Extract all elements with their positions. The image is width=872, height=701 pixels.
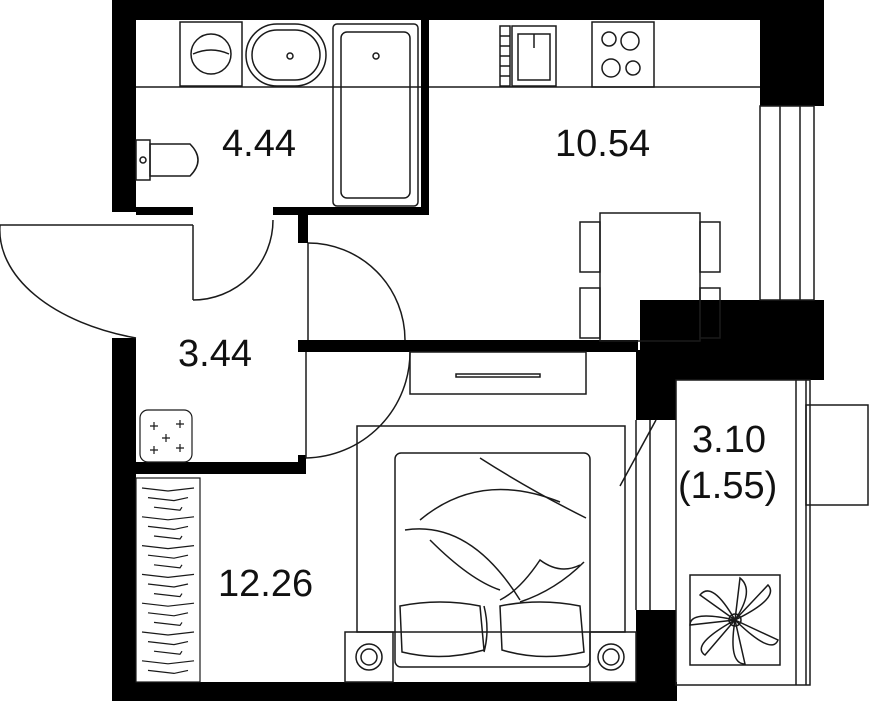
- wardrobe-hatch-line: [147, 669, 189, 675]
- kitchen-sink-icon: [499, 25, 557, 87]
- double-bed-icon: [344, 425, 637, 683]
- wardrobe-hatch-line: [147, 583, 189, 588]
- wardrobe-hatch-line: [153, 535, 183, 540]
- plant-icon: [689, 574, 781, 666]
- wardrobe-hatch-line: [153, 650, 183, 655]
- stove-icon: [591, 21, 655, 88]
- wardrobe-hatch-line: [141, 573, 195, 579]
- wardrobe-hatch-line: [147, 525, 189, 531]
- room-labels: 4.44 10.54 3.44 12.26 3.10 (1.55): [178, 123, 777, 605]
- wardrobe-hatch-line: [147, 497, 189, 502]
- wardrobe-hatch-line: [141, 545, 195, 550]
- sink-icon: [245, 23, 327, 87]
- shower-tray-icon: [139, 409, 193, 463]
- bathtub-icon: [332, 23, 419, 207]
- wardrobe-hatch-line: [141, 660, 195, 665]
- kitchen-area-label: 10.54: [555, 123, 650, 165]
- wardrobe-hatch-line: [147, 612, 189, 617]
- wardrobe-hatch-line: [141, 487, 195, 492]
- wardrobe-hatch-line: [141, 631, 195, 636]
- wardrobe-hatch-line: [141, 516, 195, 521]
- wardrobe-hatch-line: [153, 593, 183, 598]
- toilet-icon: [135, 139, 199, 181]
- kitchen-door: [307, 242, 406, 341]
- wardrobe-hatch-line: [147, 554, 189, 559]
- wardrobe-hatch-line: [153, 506, 183, 511]
- walls: [112, 0, 824, 701]
- wardrobe-hatch-line: [153, 564, 183, 569]
- bathroom-area-label: 4.44: [222, 123, 296, 165]
- bedroom-area-label: 12.26: [218, 563, 313, 605]
- entrance-door: [0, 219, 274, 339]
- wardrobe-icon: [135, 477, 201, 683]
- washing-machine-icon: [179, 21, 243, 87]
- loggia-reduced-area-label: (1.55): [678, 465, 777, 507]
- wardrobe-hatch-line: [147, 641, 189, 646]
- bedroom-door: [305, 351, 411, 459]
- dining-table-icon: [579, 212, 721, 342]
- loggia-area-label: 3.10: [692, 419, 766, 461]
- hall-area-label: 3.44: [178, 333, 252, 375]
- wardrobe-hatch-line: [141, 602, 195, 607]
- wardrobe-hatch-line: [153, 621, 183, 627]
- tv-unit-icon: [409, 351, 587, 395]
